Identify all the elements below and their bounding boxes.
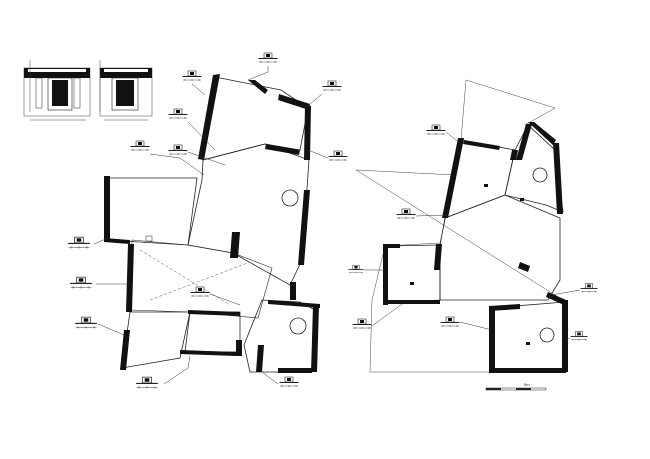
section-marker (261, 371, 300, 388)
joist-field-center (187, 143, 310, 286)
joist-field-left (105, 177, 198, 246)
lower-floor-structure-plan (67, 52, 348, 390)
section-marker (69, 276, 130, 290)
section-detail-left (23, 60, 91, 121)
section-marker (352, 303, 403, 330)
scale-bar-label: 5m (524, 382, 530, 387)
section-marker (304, 80, 342, 109)
scale-bar: 5m (485, 382, 547, 391)
section-marker (168, 108, 216, 151)
joist-field-middle (439, 194, 561, 301)
section-marker (74, 316, 125, 336)
section-marker (307, 149, 348, 162)
section-marker (440, 316, 493, 331)
section-detail-right (99, 60, 153, 121)
section-marker (426, 124, 463, 146)
section-marker (565, 331, 588, 342)
section-marker (67, 236, 109, 250)
joist-field-bottom-left (121, 311, 191, 369)
section-marker (168, 144, 226, 166)
section-marker (348, 264, 384, 274)
joist-field-bottom-right (243, 299, 316, 373)
section-marker (247, 52, 278, 81)
joist-field-left-room (384, 244, 441, 304)
section-marker (130, 140, 205, 176)
section-marker (396, 208, 448, 220)
upper-floor-structure-plan: 5m (348, 79, 598, 391)
section-marker (182, 70, 206, 96)
joist-field-bottom-middle (184, 311, 241, 353)
joist-field-top (202, 76, 309, 161)
section-marker (551, 283, 598, 296)
section-marker (135, 355, 191, 390)
section-marker (190, 286, 241, 306)
